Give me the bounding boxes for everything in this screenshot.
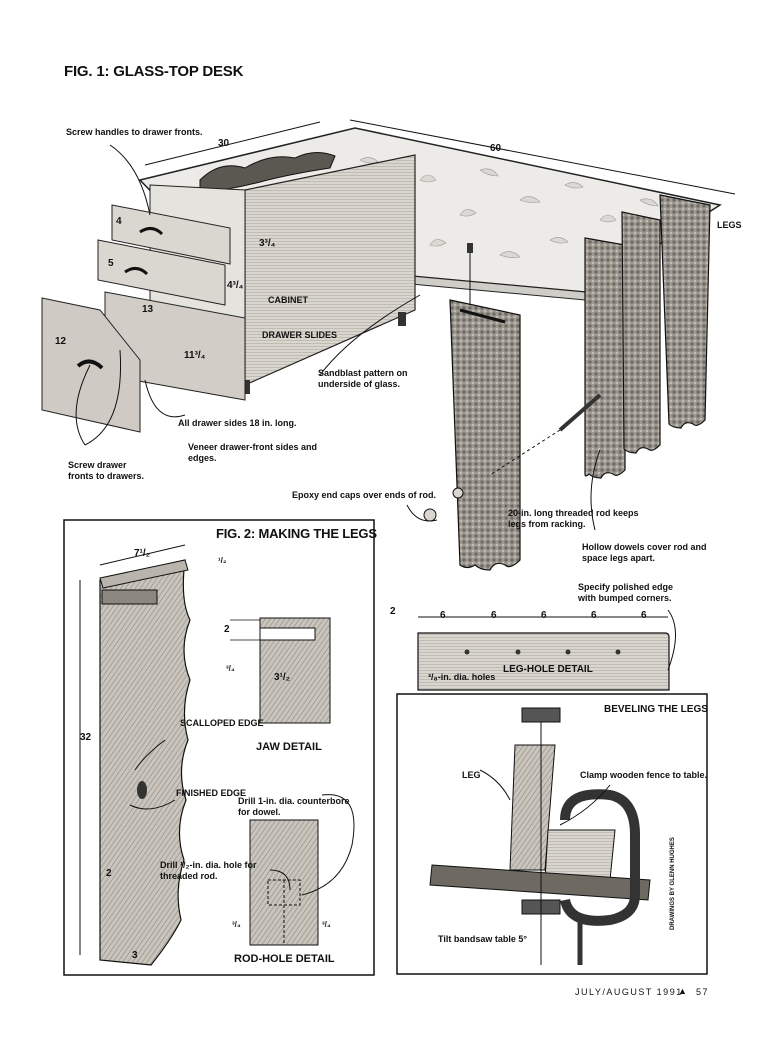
label-leg: LEG: [462, 770, 481, 780]
fig1-title: FIG. 1: GLASS-TOP DESK: [64, 63, 244, 80]
label-clamp-fence: Clamp wooden fence to table.: [580, 770, 708, 780]
beveling-title: BEVELING THE LEGS: [604, 704, 708, 715]
label-legs: LEGS: [717, 220, 742, 230]
leg-hole-edge-dim: 2: [390, 606, 396, 617]
label-epoxy: Epoxy end caps over ends of rod.: [292, 490, 437, 500]
label-polished-edge: Specify polished edge with bumped corner…: [578, 582, 674, 603]
leg-hole-spacing-2: 6: [491, 610, 497, 621]
leg-hole-spacing-3: 6: [541, 610, 547, 621]
dim-4: 4: [116, 216, 122, 227]
leg-hole-spacing-5: 6: [641, 610, 647, 621]
label-threaded-hole: Drill ¹/₂-in. dia. hole for threaded rod…: [160, 860, 257, 881]
label-cabinet: CABINET: [268, 295, 308, 305]
label-scalloped-edge: SCALLOPED EDGE: [180, 718, 264, 728]
dim-32: 32: [80, 732, 92, 743]
label-hollow-dowels: Hollow dowels cover rod and space legs a…: [582, 542, 707, 563]
label-drawer-slides: DRAWER SLIDES: [262, 330, 338, 340]
cabinet-drawing: [41, 154, 416, 433]
label-finished-edge: FINISHED EDGE: [176, 788, 247, 798]
label-counterbore: Drill 1-in. dia. counterbore for dowel.: [238, 796, 350, 817]
label-rod-hole-detail: ROD-HOLE DETAIL: [234, 953, 335, 965]
label-jaw-detail: JAW DETAIL: [256, 741, 322, 753]
dim-2: 2: [106, 868, 112, 879]
dim-4-3-4: 4³/₄: [227, 280, 244, 291]
footer-page-number: 57: [696, 987, 710, 997]
leg-hole-spacing-4: 6: [591, 610, 597, 621]
jaw-detail-drawing: [230, 617, 331, 724]
dim-7-1-2: 7¹/₂: [134, 548, 151, 559]
fig2-title: FIG. 2: MAKING THE LEGS: [216, 526, 377, 541]
bandsaw-drawing: [429, 707, 651, 965]
jaw-dim-3-4: ³/₄: [226, 664, 235, 673]
rod-dim-3-4-right: ³/₄: [322, 920, 331, 929]
drawing-credit: DRAWINGS BY GLENN HUGHES: [670, 837, 676, 930]
footer-triangle-icon: ▲: [678, 986, 689, 996]
dim-5: 5: [108, 258, 114, 269]
leader-lines: [75, 144, 611, 891]
label-screw-handles: Screw handles to drawer fronts.: [66, 127, 203, 137]
footer-issue: JULY/AUGUST 1991: [575, 987, 683, 997]
label-threaded-rod: 20-in. long threaded rod keeps legs from…: [508, 508, 639, 529]
jaw-dim-3-1-2: 3¹/₂: [274, 672, 291, 683]
label-screw-fronts: Screw drawer fronts to drawers.: [68, 460, 145, 481]
dim-30: 30: [218, 138, 230, 149]
label-hole-size: ³/₈-in. dia. holes: [428, 672, 496, 682]
leg-profile-drawing: [79, 544, 191, 966]
dim-12: 12: [55, 336, 67, 347]
leg-hole-spacing-1: 6: [440, 610, 446, 621]
dim-3-3-4: 3³/₄: [259, 238, 276, 249]
rod-hole-detail-drawing: [249, 794, 355, 946]
dim-11-3-4: 11³/₄: [184, 350, 206, 361]
label-tilt-table: Tilt bandsaw table 5°: [438, 934, 527, 944]
label-sandblast: Sandblast pattern on underside of glass.: [318, 368, 408, 389]
dim-1-2: ¹/₂: [218, 556, 227, 565]
label-veneer: Veneer drawer-front sides and edges.: [188, 442, 318, 463]
leg-hole-drawing: [417, 609, 676, 691]
label-drawer-sides: All drawer sides 18 in. long.: [178, 418, 297, 428]
jaw-dim-2: 2: [224, 624, 230, 635]
label-leg-hole-detail: LEG-HOLE DETAIL: [503, 664, 593, 675]
dim-13: 13: [142, 304, 154, 315]
dim-3: 3: [132, 950, 138, 961]
dim-60: 60: [490, 143, 502, 154]
rod-dim-3-4-left: ³/₄: [232, 920, 241, 929]
legs-drawing: [423, 194, 711, 571]
